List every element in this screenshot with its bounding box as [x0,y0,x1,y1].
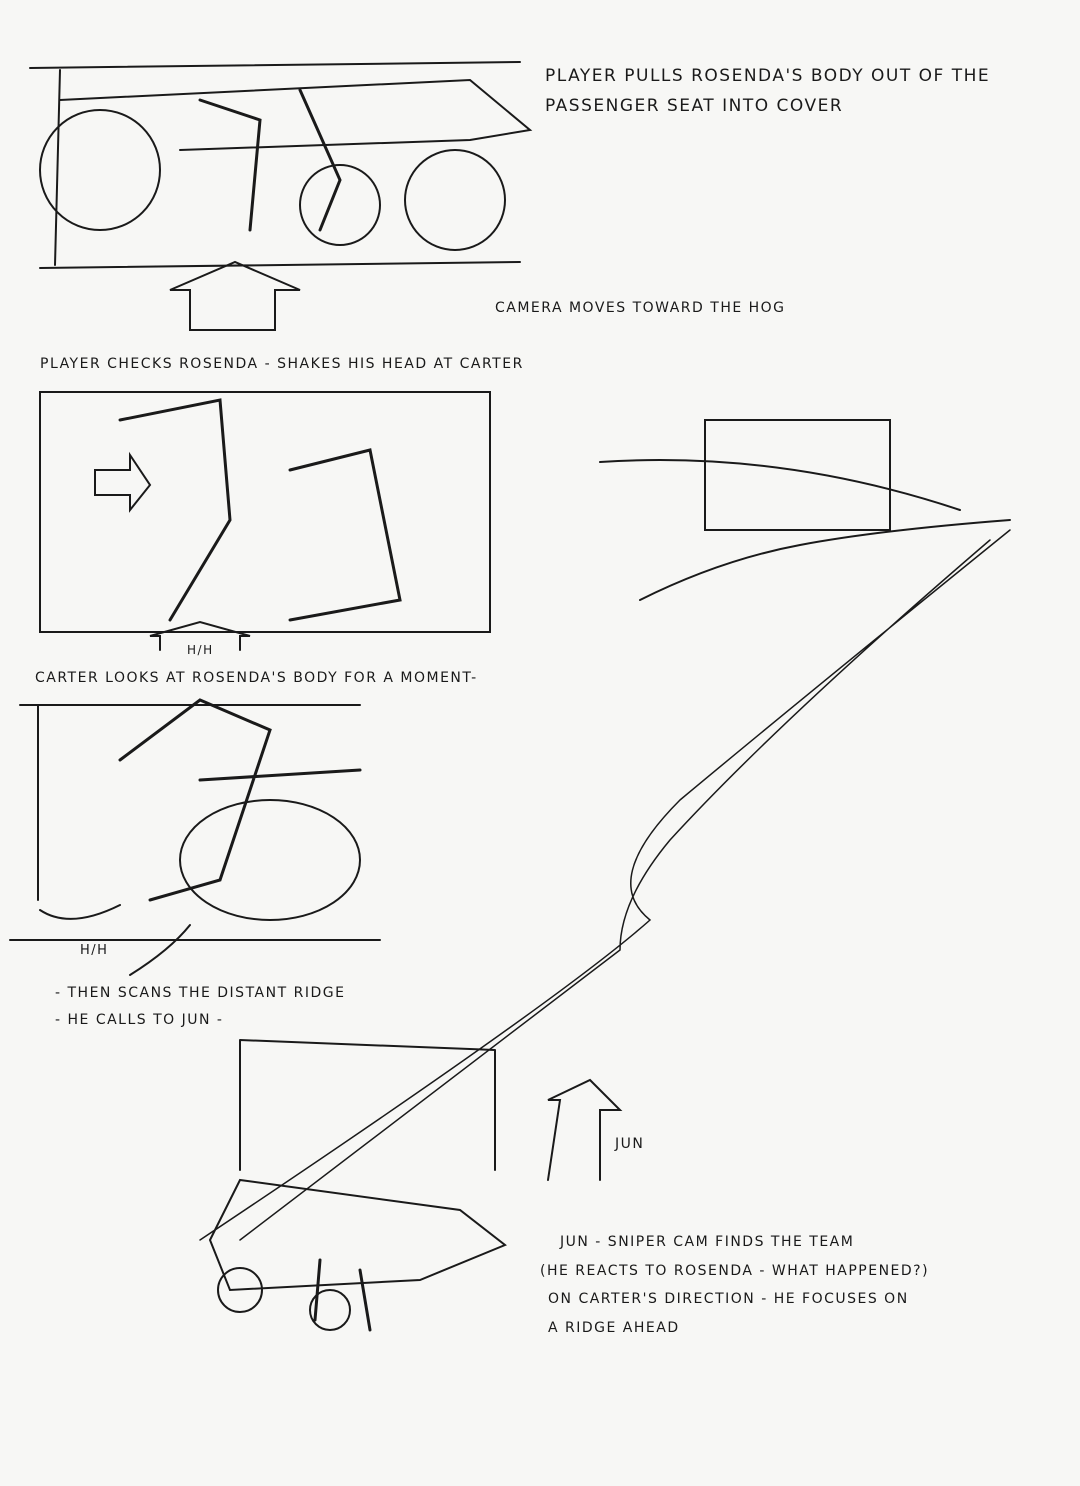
caption-line: a ridge ahead [548,1320,680,1337]
panel-5-caption: Jun - Sniper cam finds the team (He reac… [540,1228,929,1343]
camera-move-caption: Camera moves toward the hog [495,300,786,316]
caption-line: - He calls to Jun - [55,1011,224,1028]
panel-3-caption: Carter looks at Rosenda's body for a mom… [35,670,478,686]
jun-label: Jun [615,1136,645,1152]
panel-3-notes: - Then scans the distant ridge - He call… [55,980,345,1033]
panel-3-sketch [9,698,381,976]
hh-label: H/H [187,643,214,657]
caption-line: On Carter's direction - he focuses on [548,1291,909,1308]
panel-2-sketch [39,391,491,651]
caption-line: (He reacts to Rosenda - what happened?) [540,1262,930,1279]
panel-1-hog-sketch [29,61,533,331]
caption-line: - Then scans the distant ridge [55,985,346,1001]
hh-label: H/H [80,943,109,958]
panel-1-caption: Player pulls Rosenda's body out of the p… [545,62,990,122]
jun-arrow [547,1078,623,1181]
caption-line: Player pulls Rosenda's body out of the [545,66,991,86]
panel-5-hog-sketch [208,1039,507,1332]
panel-2-caption: Player checks Rosenda - shakes his head … [40,356,524,372]
caption-line: Jun - Sniper cam finds the team [560,1234,855,1250]
ridge-thumbnail-sketch [199,419,1011,1241]
caption-line: passenger seat into cover [545,95,844,116]
